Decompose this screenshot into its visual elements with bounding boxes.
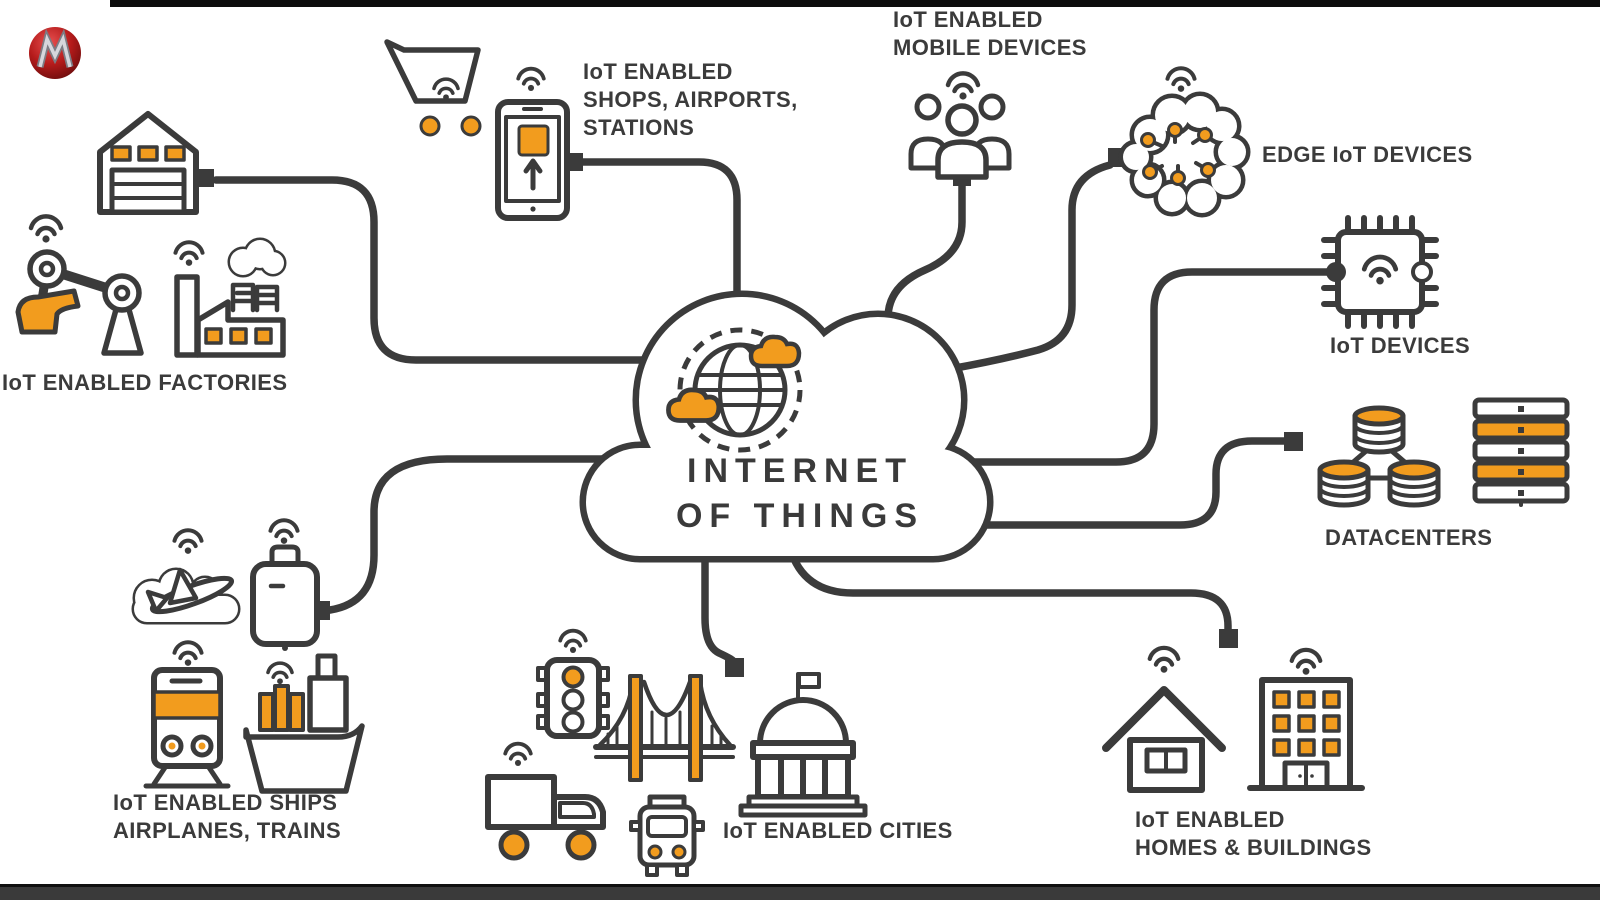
shops-line xyxy=(579,158,741,334)
cities-connector xyxy=(725,658,744,677)
database-icon xyxy=(1317,459,1371,508)
wifi-icon xyxy=(503,741,533,768)
datacenters-label: DATACENTERS xyxy=(1325,525,1493,550)
factories-icon-group xyxy=(15,111,287,358)
motorola-logo-icon xyxy=(29,27,81,79)
wifi-icon xyxy=(175,530,202,554)
wifi-icon xyxy=(1168,68,1195,92)
traffic-light-icon xyxy=(536,628,610,739)
iot-devices-label: IoT DEVICES xyxy=(1330,333,1471,358)
homes-connector xyxy=(1219,629,1238,648)
edge-line xyxy=(946,161,1114,373)
ships-icon-group xyxy=(131,520,365,794)
people-group-icon xyxy=(908,73,1012,180)
building-icon xyxy=(1247,650,1365,791)
car-icon xyxy=(629,794,705,877)
datacenters-icon-group xyxy=(1317,397,1570,508)
homes-line xyxy=(786,544,1232,634)
factories-label: IoT ENABLED FACTORIES xyxy=(2,370,288,395)
luggage-icon xyxy=(250,520,320,651)
brain-icon xyxy=(1118,68,1251,218)
smartphone-icon xyxy=(495,66,570,221)
server-rack-icon xyxy=(1472,397,1570,507)
database-icon xyxy=(1352,405,1406,455)
airplane-icon xyxy=(131,530,241,625)
bridge-icon xyxy=(593,674,736,782)
shops-icon-group xyxy=(384,39,570,221)
mobile-label: IoT ENABLED MOBILE DEVICES xyxy=(893,7,1087,60)
wifi-icon xyxy=(266,661,294,686)
bottom-bar-edge xyxy=(0,884,1600,887)
datacenters-connector xyxy=(1284,432,1303,451)
wifi-icon xyxy=(516,66,546,93)
warehouse-icon xyxy=(97,111,199,215)
wifi-icon xyxy=(948,73,978,99)
cloud-title-line2: OF THINGS xyxy=(675,497,925,535)
house-icon xyxy=(1102,648,1226,793)
truck-icon xyxy=(485,741,606,861)
homes-label: IoT ENABLED HOMES & BUILDINGS xyxy=(1135,807,1372,860)
wifi-icon xyxy=(1292,650,1321,675)
wifi-icon xyxy=(31,216,61,242)
mobile-line xyxy=(884,180,966,346)
robot-arm-icon xyxy=(15,249,144,356)
cities-line xyxy=(701,548,738,666)
chip-icon xyxy=(1321,215,1439,329)
ships-label: IoT ENABLED SHIPS AIRPLANES, TRAINS xyxy=(113,790,342,843)
wifi-icon xyxy=(176,242,203,266)
cities-icon-group xyxy=(485,628,868,877)
factories-line xyxy=(212,176,684,364)
homes-icon-group xyxy=(1102,648,1365,793)
ships-line xyxy=(321,455,644,615)
wifi-icon xyxy=(271,520,298,544)
shops-label: IoT ENABLED SHOPS, AIRPORTS, STATIONS xyxy=(583,59,798,140)
bottom-bar xyxy=(0,887,1600,900)
top-bar xyxy=(110,0,1600,7)
datacenters-line xyxy=(951,437,1288,529)
cloud-title: INTERNET OF THINGS xyxy=(600,449,1000,539)
wifi-icon xyxy=(175,642,202,666)
shopping-cart-icon xyxy=(384,39,482,137)
devices-line xyxy=(951,268,1334,466)
database-icon xyxy=(1387,459,1441,508)
cloud-title-line1: INTERNET xyxy=(687,452,913,490)
factories-connector xyxy=(196,169,214,187)
train-icon xyxy=(143,642,231,789)
wifi-icon xyxy=(1150,648,1179,673)
globe-icon xyxy=(668,327,803,453)
edge-label: EDGE IoT DEVICES xyxy=(1262,142,1473,167)
ship-icon xyxy=(243,653,365,794)
factory-icon xyxy=(176,237,287,358)
wifi-icon xyxy=(558,628,588,655)
capitol-icon xyxy=(738,672,868,818)
iot-cloud xyxy=(579,290,994,563)
cities-label: IoT ENABLED CITIES xyxy=(723,818,953,843)
